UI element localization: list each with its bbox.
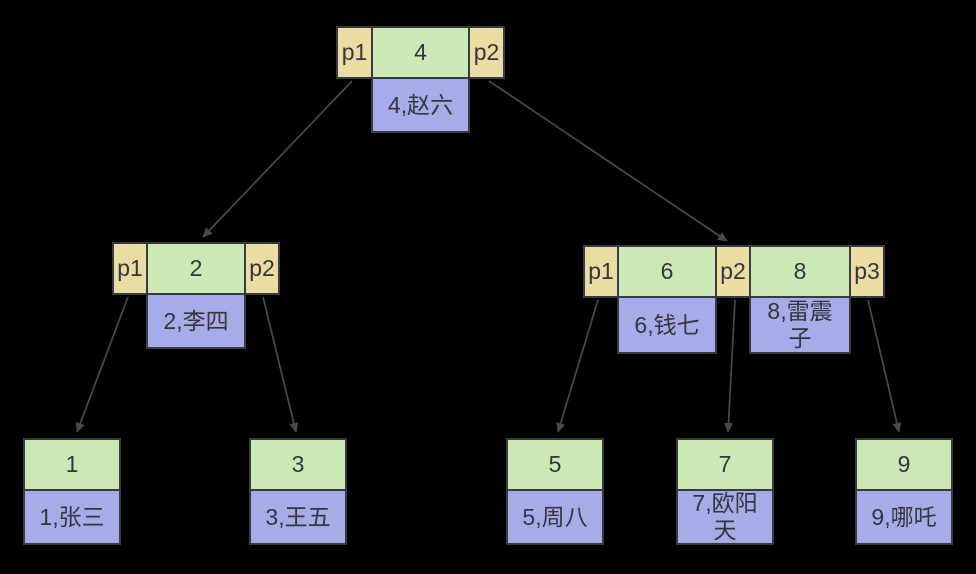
left-record-box: 2,李四 — [146, 293, 246, 349]
right-pointer-p1: p1 — [583, 245, 619, 298]
edge-right-p2-to-leaf-7 — [723, 299, 736, 433]
internal-node-root: p1 4 p2 — [336, 26, 505, 79]
edge-left-p1-to-leaf-1 — [75, 296, 129, 433]
leaf-7-key: 7 — [676, 438, 774, 491]
left-pointer-p2: p2 — [244, 242, 280, 295]
right-pointer-p3: p3 — [849, 245, 885, 298]
edge-right-p1-to-leaf-5 — [556, 299, 599, 433]
leaf-1-key: 1 — [23, 438, 121, 491]
left-key-cell: 2 — [146, 242, 246, 295]
leaf-node-1: 1 1,张三 — [23, 438, 121, 545]
internal-node-right: p1 6 p2 8 p3 — [583, 245, 885, 298]
leaf-9-record: 9,哪吒 — [855, 489, 953, 545]
right-record-box-6: 6,钱七 — [617, 296, 717, 354]
right-key-cell-8: 8 — [749, 245, 851, 298]
leaf-1-record: 1,张三 — [23, 489, 121, 545]
edge-root-p1-to-left-node — [202, 80, 353, 238]
right-record-box-8: 8,雷震子 — [749, 296, 851, 354]
edge-right-p3-to-leaf-9 — [867, 299, 902, 433]
leaf-7-record: 7,欧阳天 — [676, 489, 774, 545]
leaf-3-record: 3,王五 — [249, 489, 347, 545]
internal-node-left: p1 2 p2 — [112, 242, 280, 295]
leaf-node-7: 7 7,欧阳天 — [676, 438, 774, 545]
leaf-node-3: 3 3,王五 — [249, 438, 347, 545]
root-pointer-p1: p1 — [336, 26, 373, 79]
root-key-cell: 4 — [371, 26, 470, 79]
right-key-cell-6: 6 — [617, 245, 717, 298]
leaf-5-key: 5 — [506, 438, 604, 491]
leaf-5-record: 5,周八 — [506, 489, 604, 545]
edge-root-p2-to-right-node — [488, 80, 728, 242]
root-pointer-p2: p2 — [468, 26, 505, 79]
edge-left-p2-to-leaf-3 — [262, 296, 299, 433]
leaf-node-9: 9 9,哪吒 — [855, 438, 953, 545]
right-pointer-p2: p2 — [715, 245, 751, 298]
leaf-9-key: 9 — [855, 438, 953, 491]
leaf-node-5: 5 5,周八 — [506, 438, 604, 545]
left-pointer-p1: p1 — [112, 242, 148, 295]
root-record-box: 4,赵六 — [371, 77, 470, 133]
leaf-3-key: 3 — [249, 438, 347, 491]
